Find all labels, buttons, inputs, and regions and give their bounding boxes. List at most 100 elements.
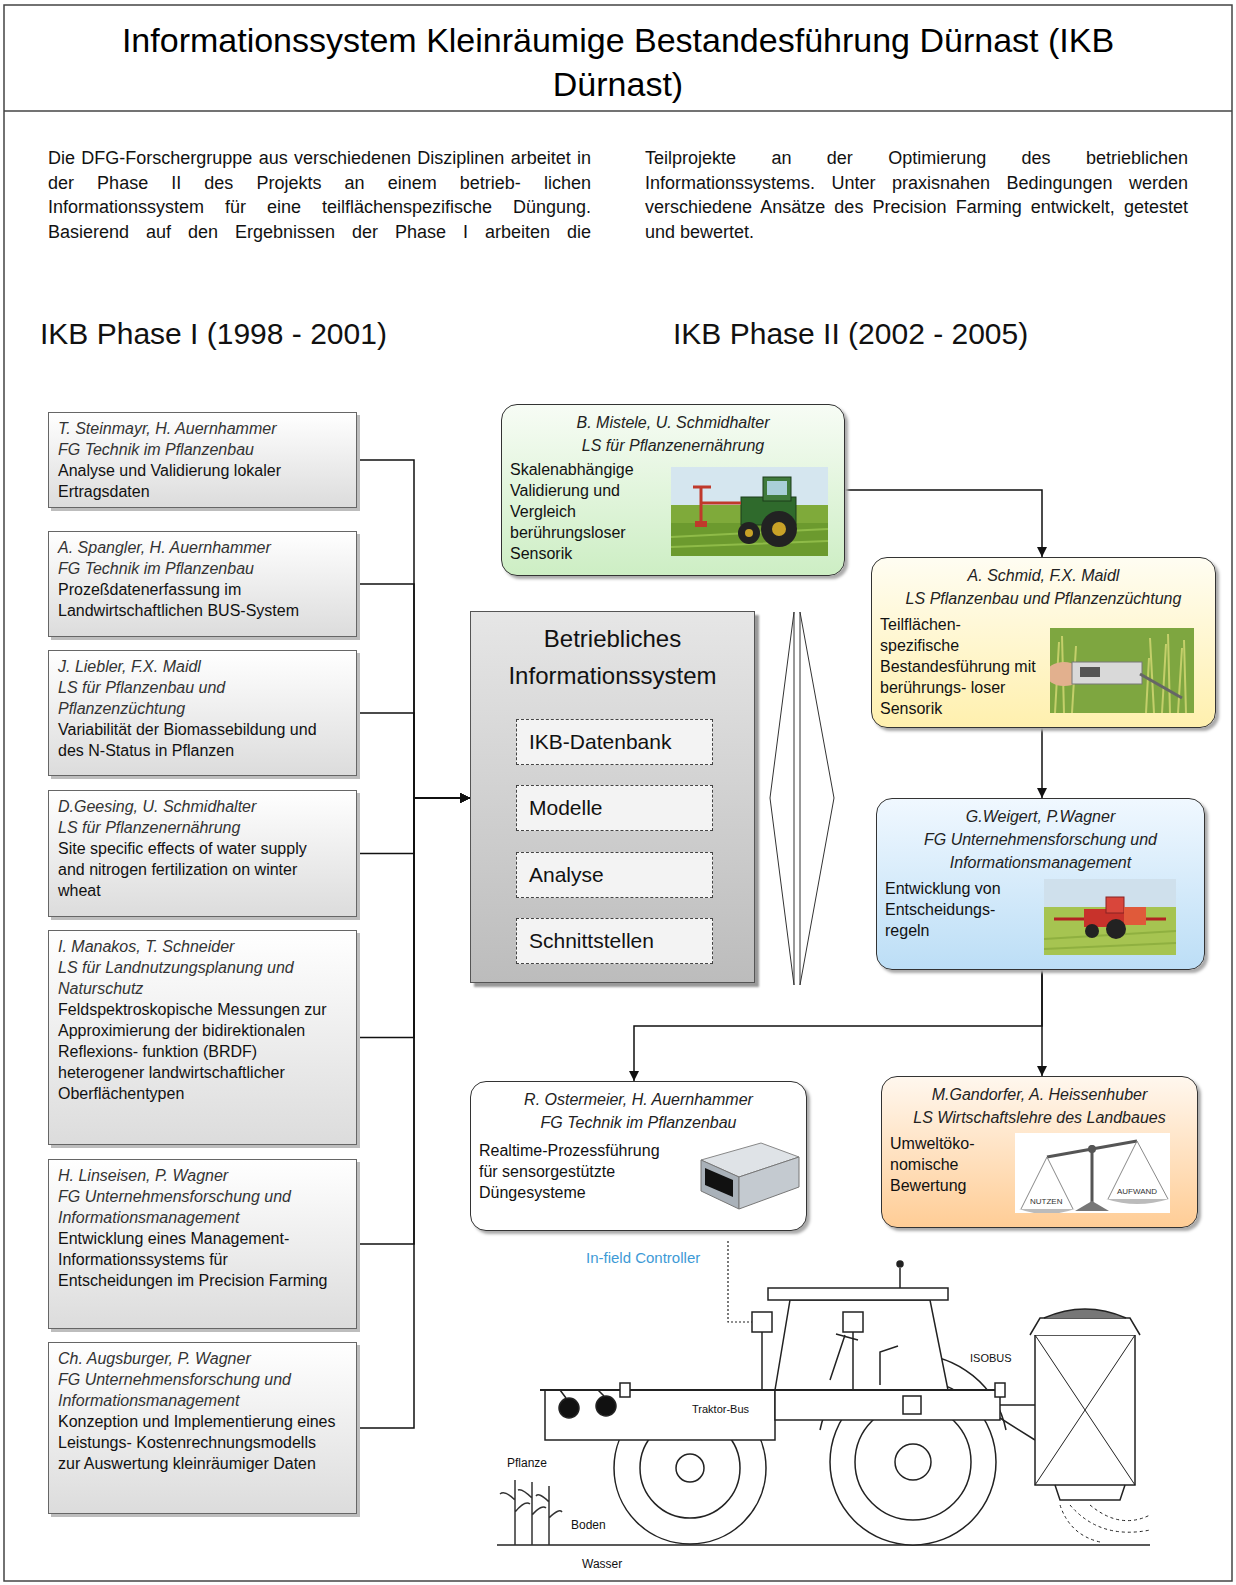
node-subheading: LS für Pflanzenernährung (58, 817, 336, 838)
bus-connector (620, 1383, 630, 1397)
node-body: Umweltöko- nomische Bewertung (890, 1133, 1000, 1196)
node-subheading: FG Technik im Pflanzenbau (479, 1111, 798, 1134)
photo-detail (1047, 1141, 1137, 1157)
node-heading: A. Schmid, F.X. Maidl (880, 564, 1207, 587)
node-subheading: FG Unternehmensforschung und Information… (58, 1186, 336, 1228)
scale-label: AUFWAND (1117, 1187, 1157, 1197)
project-box: I. Manakos, T. SchneiderLS für Landnutzu… (48, 930, 357, 1145)
bus-line (540, 1389, 1005, 1391)
scale-label: NUTZEN (1030, 1197, 1062, 1207)
photo-detail (671, 523, 828, 556)
photo-detail (1044, 907, 1176, 955)
node-body: Entwicklung eines Management- Informatio… (58, 1228, 336, 1291)
bus-wire (761, 1332, 763, 1390)
spread-pattern (1060, 1505, 1150, 1542)
photo-detail (1021, 1141, 1168, 1209)
sensor-mount (560, 1390, 604, 1398)
component-label: Boden (569, 1518, 608, 1532)
photo-detail (701, 1160, 739, 1209)
node-heading: Betriebliches Informationssystem (471, 620, 754, 694)
node-subheading: FG Unternehmensforschung und Information… (885, 828, 1196, 874)
photo-detail (1050, 628, 1194, 713)
node-heading: H. Linseisen, P. Wagner (58, 1165, 336, 1186)
node-body: Entwicklung von Entscheidungs- regeln (885, 878, 1030, 941)
photo-detail (738, 522, 760, 544)
spreader-brace (1035, 1335, 1135, 1485)
module-box: Modelle (516, 785, 713, 831)
bus-label: Traktor-Bus (690, 1403, 751, 1416)
page-title: Informationssystem Kleinräumige Bestande… (113, 18, 1123, 106)
project-box: A. Schmid, F.X. MaidlLS Pflanzenbau und … (871, 557, 1216, 728)
photo-detail (671, 467, 828, 556)
connector (634, 970, 1042, 1081)
project-box: B. Mistele, U. SchmidhalterLS für Pflanz… (501, 404, 845, 576)
tractor-hood (545, 1390, 775, 1440)
photo-detail (1072, 662, 1142, 684)
photo-detail (761, 511, 797, 547)
node-heading: I. Manakos, T. Schneider (58, 936, 336, 957)
photo-detail (772, 522, 786, 536)
photo-detail (1055, 634, 1186, 713)
spreader-body (1035, 1335, 1135, 1485)
spreader-disc (1055, 1485, 1125, 1500)
connector (357, 713, 470, 798)
plants (500, 1480, 562, 1545)
photo-detail (1015, 1133, 1170, 1213)
node-heading: Ch. Augsburger, P. Wagner (58, 1348, 336, 1369)
photo-detail (1088, 1145, 1096, 1153)
photo-detail (739, 1157, 799, 1209)
component-label: Wasser (580, 1557, 624, 1571)
seat (880, 1346, 898, 1385)
ecu-box (903, 1396, 921, 1414)
front-wheel-hub (676, 1454, 704, 1482)
intro-text: Die DFG-Forschergruppe aus verschiedenen… (48, 146, 1188, 244)
controller-leader (728, 1241, 752, 1322)
project-box: H. Linseisen, P. WagnerFG Unternehmensfo… (48, 1159, 357, 1329)
exchange-arrow (770, 612, 794, 985)
photo-detail (1124, 907, 1146, 925)
node-body: Skalenabhängige Validierung und Vergleic… (510, 459, 662, 564)
node-heading: A. Spangler, H. Auernhammer (58, 537, 336, 558)
steering-wheel (830, 1334, 858, 1380)
tractor-cab (775, 1300, 948, 1390)
project-box: G.Weigert, P.WagnerFG Unternehmensforsch… (876, 798, 1205, 970)
photo-detail (693, 487, 741, 523)
project-box: Ch. Augsburger, P. WagnerFG Unternehmens… (48, 1342, 357, 1514)
project-box: T. Steinmayr, H. AuernhammerFG Technik i… (48, 412, 357, 508)
terminal-box (843, 1312, 863, 1332)
exchange-arrow (800, 612, 834, 985)
node-subheading: FG Technik im Pflanzenbau (58, 439, 336, 460)
node-body: Prozeßdatenerfassung im Landwirtschaftli… (58, 579, 336, 621)
spreader-hopper (1030, 1318, 1140, 1335)
crop-sensor (559, 1398, 579, 1418)
node-heading: D.Geesing, U. Schmidhalter (58, 796, 336, 817)
node-subheading: LS für Pflanzenernährung (510, 434, 836, 457)
title-rule (4, 110, 1232, 112)
connector (845, 490, 1042, 557)
node-body: Site specific effects of water supply an… (58, 838, 336, 901)
photo-detail (767, 481, 787, 495)
photo-detail (1106, 897, 1124, 913)
bus-wire (852, 1332, 854, 1390)
page-frame (4, 5, 1232, 1581)
connector (1041, 970, 1043, 1076)
tractor-chassis (775, 1390, 1000, 1420)
photo-detail (1106, 1199, 1169, 1204)
node-subheading: LS für Landnutzungsplanung und Naturschu… (58, 957, 336, 999)
connector (357, 584, 470, 798)
photo-detail (1044, 879, 1176, 955)
node-subheading: LS Pflanzenbau und Pflanzenzüchtung (880, 587, 1207, 610)
photo-illustration (1044, 879, 1176, 955)
node-heading: G.Weigert, P.Wagner (885, 805, 1196, 828)
node-heading: IKB-Datenbank (517, 720, 712, 763)
rear-wheel-hub (895, 1444, 931, 1480)
callout-label: In-field Controller (586, 1249, 700, 1267)
node-heading: B. Mistele, U. Schmidhalter (510, 411, 836, 434)
exchange-arrows (770, 612, 834, 985)
node-heading: R. Ostermeier, H. Auernhammer (479, 1088, 798, 1111)
tractor-illustration (497, 1261, 1150, 1545)
project-box: R. Ostermeier, H. AuernhammerFG Technik … (470, 1081, 807, 1231)
isobus-connector (995, 1383, 1005, 1397)
hitch (1000, 1405, 1035, 1440)
